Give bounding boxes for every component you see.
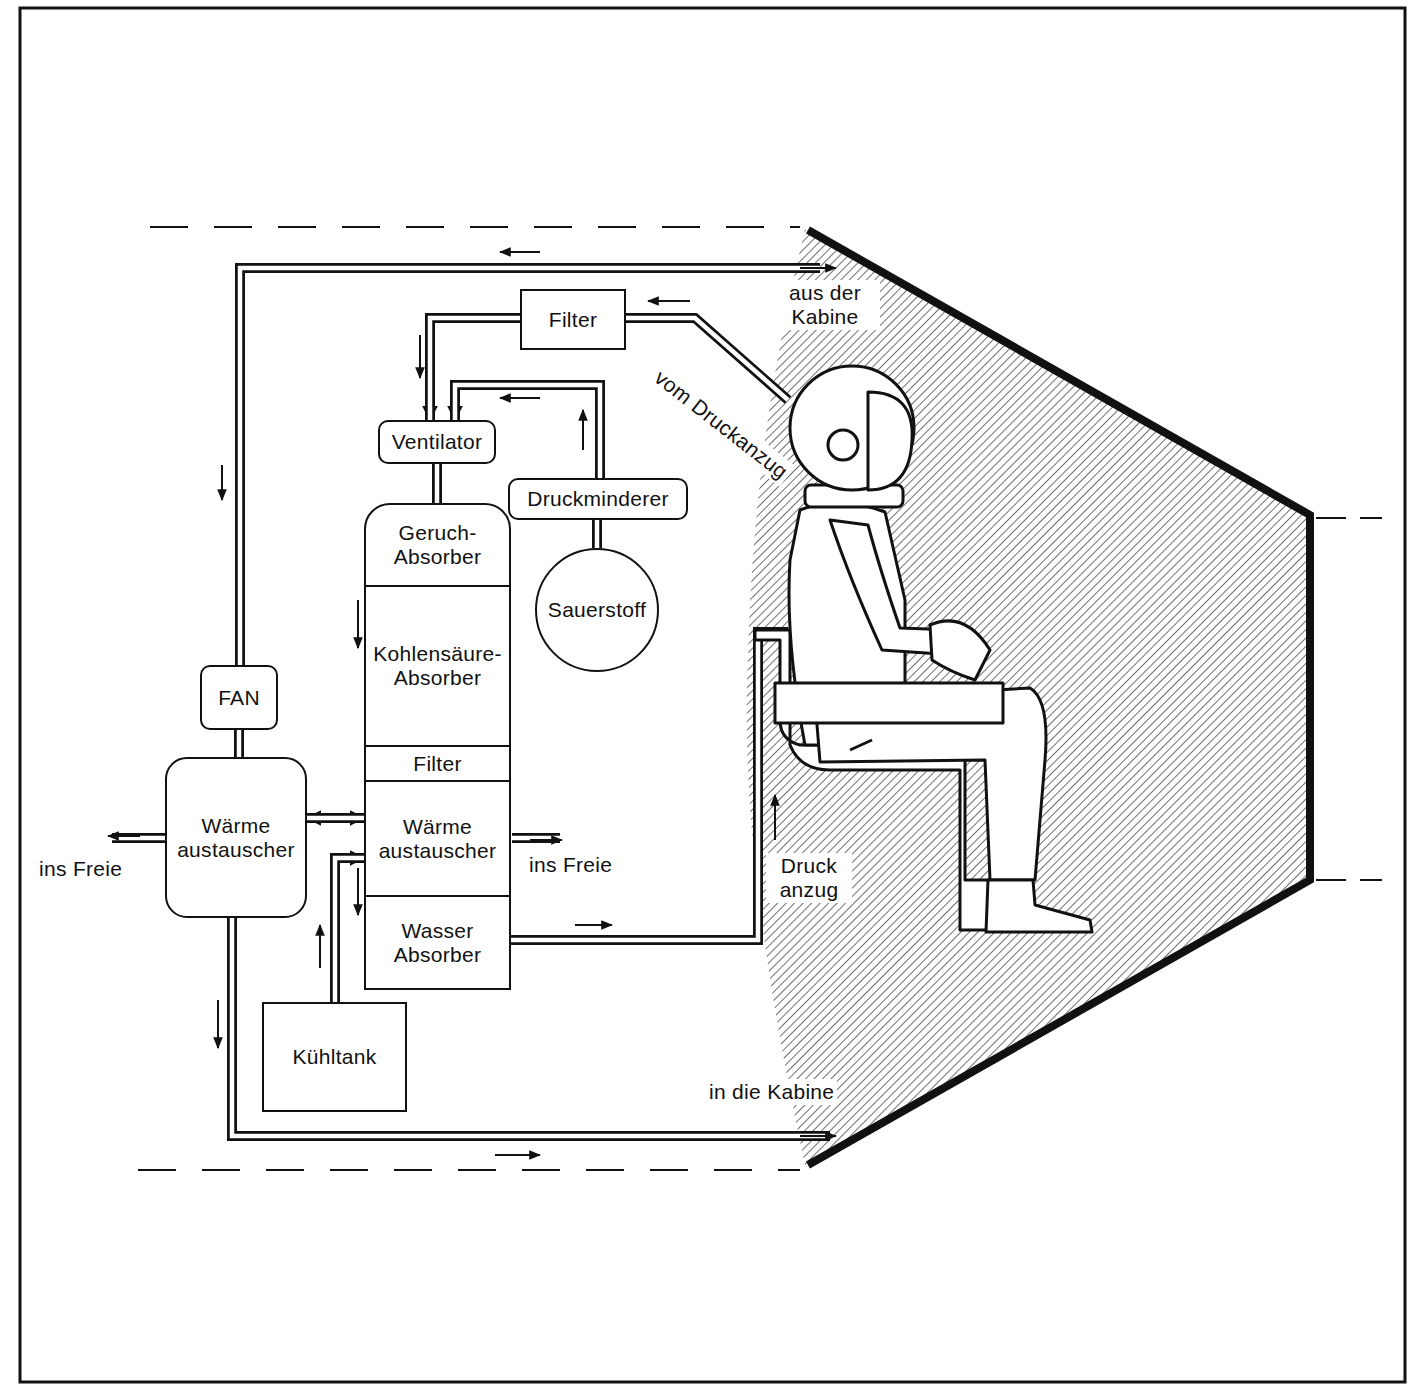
filter-box: Filter — [520, 289, 626, 350]
capsule-outline — [138, 227, 1382, 1170]
oxygen-tank: Sauerstoff — [535, 548, 659, 672]
pipe-label: ins Freie — [526, 852, 615, 878]
heat-exchanger: Wärme austauscher — [364, 780, 511, 897]
pipe-label: vom Druckanzug — [647, 363, 795, 487]
fan-unit: FAN — [200, 665, 278, 730]
pipe-connector — [335, 858, 364, 1002]
astronaut-figure — [755, 366, 1092, 932]
node-text: Wärme austauscher — [172, 814, 300, 861]
pressure-regulator: Druckminderer — [508, 478, 688, 520]
absorber-section: Geruch- Absorber — [364, 503, 511, 587]
pipe-label: ins Freie — [36, 856, 125, 882]
pipe-label: aus der Kabine — [770, 280, 880, 330]
node-text: Wasser Absorber — [371, 919, 504, 966]
node-text: Ventilator — [392, 430, 483, 454]
filter-section: Filter — [364, 745, 511, 782]
node-text: Filter — [413, 752, 461, 776]
pipe-label: Druck anzug — [766, 853, 852, 903]
pipe-connector — [430, 318, 520, 420]
node-text: Wärme austauscher — [371, 815, 504, 862]
heat-exchanger: Wärme austauscher — [165, 757, 307, 918]
pipes — [112, 268, 830, 1136]
node-text: FAN — [218, 686, 260, 710]
node-text: Druckminderer — [527, 487, 669, 511]
pipe-label: in die Kabine — [706, 1079, 837, 1105]
node-text: Sauerstoff — [548, 598, 646, 622]
fan-unit: Ventilator — [378, 420, 496, 464]
cooling-tank: Kühltank — [262, 1002, 407, 1112]
node-text: Geruch- Absorber — [371, 521, 504, 568]
pipe-connector — [597, 520, 598, 548]
absorber-section: Wasser Absorber — [364, 895, 511, 990]
node-text: Filter — [549, 308, 597, 332]
absorber-section: Kohlensäure- Absorber — [364, 585, 511, 747]
pipe-connector — [239, 730, 240, 757]
pipe-connector — [307, 818, 364, 819]
frame — [20, 8, 1405, 1382]
flow-arrows — [108, 252, 836, 1155]
pipe-connector — [437, 464, 438, 503]
node-text: Kohlensäure- Absorber — [371, 642, 504, 689]
node-text: Kühltank — [292, 1045, 376, 1069]
